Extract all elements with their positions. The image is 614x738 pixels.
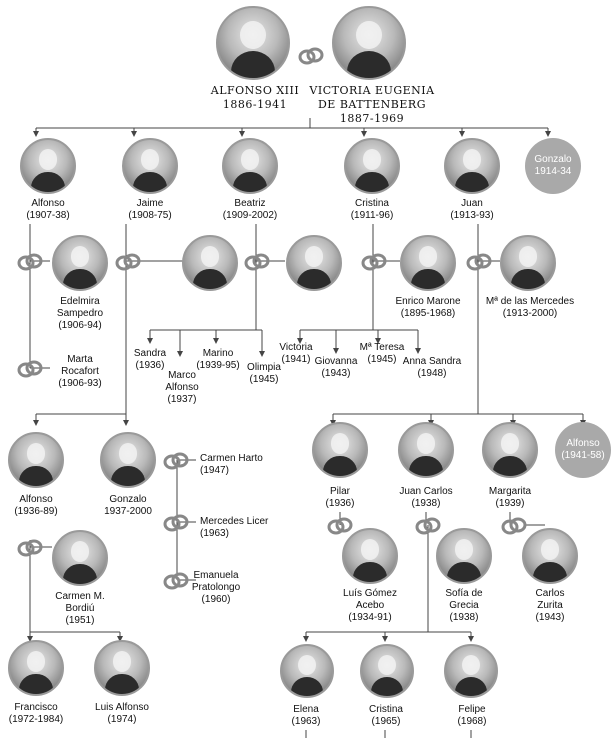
label-juan: Juan(1913-93) [450,198,494,221]
portrait-mercedes [500,235,556,291]
portrait-cristina-1965 [360,644,414,698]
portrait-sofia-de-grecia [436,528,492,584]
portrait-juan [444,138,500,194]
label-jaime: Jaime(1908-75) [128,198,172,221]
label-francisco: Francisco(1972-1984) [8,702,64,725]
portrait-francisco [8,640,64,696]
label-mercedes: Mª de las Mercedes(1913-2000) [485,296,575,319]
portrait-beatriz-spouse [286,235,342,291]
label-sandra: Sandra(1936) [133,348,167,371]
portrait-felipe [444,644,498,698]
label-maria-teresa: Mª Teresa(1945) [359,342,405,365]
portrait-luis-alfonso [94,640,150,696]
label-beatriz: Beatriz(1909-2002) [222,198,278,221]
label-alfonso: Alfonso(1907-38) [26,198,70,221]
portrait-beatriz [222,138,278,194]
portrait-jaime-spouse [182,235,238,291]
label-carmen-bordiu: Carmen M.Bordiú(1951) [55,591,105,626]
label-felipe: Felipe(1968) [457,704,487,727]
portrait-elena [280,644,334,698]
portrait-gonzalo-1937 [100,432,156,488]
portrait-carmen-bordiu [52,530,108,586]
label-anna-sandra: Anna Sandra(1948) [402,356,462,379]
portrait-victoria-eugenia [332,6,406,80]
portrait-alfonso-1936 [8,432,64,488]
wedding-rings-icon [17,539,43,557]
label-margarita: Margarita(1939) [488,486,532,509]
portrait-juan-carlos [398,422,454,478]
portrait-margarita [482,422,538,478]
label-alfonso-1936: Alfonso(1936-89) [14,494,58,517]
wedding-rings-icon [115,253,141,271]
portrait-pilar [312,422,368,478]
label-juan-carlos: Juan Carlos(1938) [399,486,453,509]
wedding-rings-icon [163,572,189,590]
wedding-rings-icon [415,517,441,535]
label-olimpia: Olimpia(1945) [247,362,281,385]
wedding-rings-icon [244,253,270,271]
label-luis-alfonso: Luis Alfonso(1974) [95,702,149,725]
label-marino: Marino(1939-95) [196,348,240,371]
label-cristina-1965: Cristina(1965) [369,704,403,727]
node-alfonso-1941: Alfonso(1941-58) [555,422,611,478]
portrait-jaime [122,138,178,194]
label-carmen-harto: Carmen Harto(1947) [200,453,263,476]
label-pilar: Pilar(1936) [325,486,355,509]
wedding-rings-icon [17,360,43,378]
label-cristina: Cristina(1911-96) [350,198,394,221]
label-elena: Elena(1963) [291,704,321,727]
label-enrico-marone: Enrico Marone(1895-1968) [395,296,461,319]
label-victoria: Victoria(1941) [279,342,313,365]
portrait-luis-gomez-acebo [342,528,398,584]
wedding-rings-icon [361,253,387,271]
wedding-rings-icon [298,47,324,65]
wedding-rings-icon [466,253,492,271]
portrait-alfonso-xiii [216,6,290,80]
wedding-rings-icon [163,452,189,470]
portrait-carlos-zurita [522,528,578,584]
label-mercedes-licer: Mercedes Licer(1963) [200,516,269,539]
wedding-rings-icon [327,517,353,535]
label-giovanna: Giovanna(1943) [314,356,358,379]
wedding-rings-icon [501,517,527,535]
portrait-alfonso [20,138,76,194]
portrait-edelmira-sampedro [52,235,108,291]
portrait-enrico-marone [400,235,456,291]
wedding-rings-icon [17,253,43,271]
wedding-rings-icon [163,514,189,532]
portrait-cristina [344,138,400,194]
